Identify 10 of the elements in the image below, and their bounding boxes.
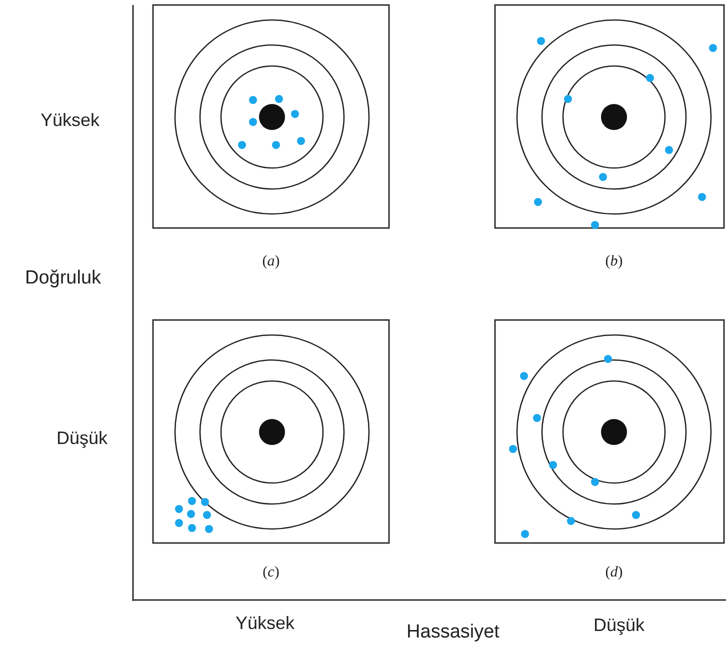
row-label: Yüksek xyxy=(40,111,100,129)
row-label: Düşük xyxy=(56,429,108,447)
panel-caption: (d) xyxy=(605,566,623,580)
column-label: Yüksek xyxy=(235,614,295,632)
column-label: Düşük xyxy=(593,616,645,634)
axis-title: Doğruluk xyxy=(24,268,102,288)
panel-caption: (b) xyxy=(605,254,623,270)
panel-caption: (c) xyxy=(262,566,280,580)
panel-caption: (a) xyxy=(262,254,280,270)
axis-title: Hassasiyet xyxy=(406,622,500,642)
